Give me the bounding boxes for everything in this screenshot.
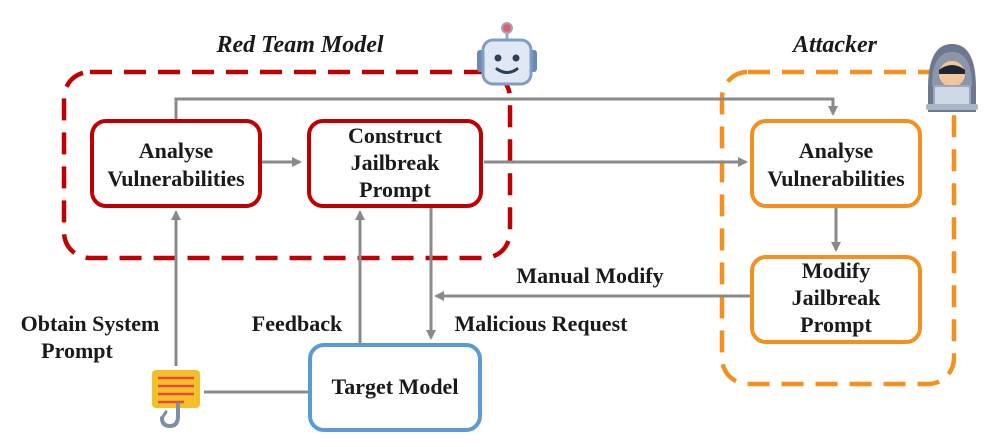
attacker-group-box xyxy=(719,69,957,387)
robot-icon xyxy=(477,22,537,86)
node-target-box xyxy=(308,343,482,432)
node-att-analyse-line-2: Vulnerabilities xyxy=(767,166,905,191)
node-target[interactable]: Target Model xyxy=(308,343,482,432)
node-att-modify-box xyxy=(750,255,922,344)
node-att-analyse-box xyxy=(750,119,922,208)
node-att-modify[interactable]: Modify Jailbreak Prompt xyxy=(750,255,922,344)
node-rt-construct-line-3: Prompt xyxy=(359,177,431,202)
edge-rt-analyse-to-att-analyse xyxy=(174,97,838,120)
node-att-modify-line-1: Modify xyxy=(802,258,870,283)
label-manual-modify: Manual Modify xyxy=(516,263,663,288)
label-malicious-request: Malicious Request xyxy=(455,311,629,336)
node-att-modify-line-3: Prompt xyxy=(800,312,872,337)
node-att-modify-line-2: Jailbreak xyxy=(792,285,882,310)
node-rt-construct-line-1: Construct xyxy=(348,123,443,148)
label-feedback: Feedback xyxy=(252,311,343,336)
edges xyxy=(171,97,841,394)
hook-icon xyxy=(152,370,200,429)
node-target-label: Target Model xyxy=(332,374,459,399)
node-att-analyse-line-1: Analyse xyxy=(799,138,874,163)
node-rt-construct-line-2: Jailbreak xyxy=(351,150,441,175)
node-rt-analyse-line-2: Vulnerabilities xyxy=(107,166,245,191)
node-rt-construct-box xyxy=(307,119,483,208)
label-obtain-system-prompt-line-1: Obtain System xyxy=(21,311,160,336)
label-obtain-system-prompt-line-2: Prompt xyxy=(41,338,113,363)
red-team-title: Red Team Model xyxy=(215,32,383,58)
attacker-title: Attacker xyxy=(791,32,878,58)
hacker-icon xyxy=(926,44,978,112)
node-rt-analyse[interactable]: Analyse Vulnerabilities xyxy=(90,119,262,208)
node-rt-analyse-line-1: Analyse xyxy=(139,138,214,163)
node-rt-construct[interactable]: Construct Jailbreak Prompt xyxy=(307,119,483,208)
node-att-analyse[interactable]: Analyse Vulnerabilities xyxy=(750,119,922,208)
node-rt-analyse-box xyxy=(90,119,262,208)
